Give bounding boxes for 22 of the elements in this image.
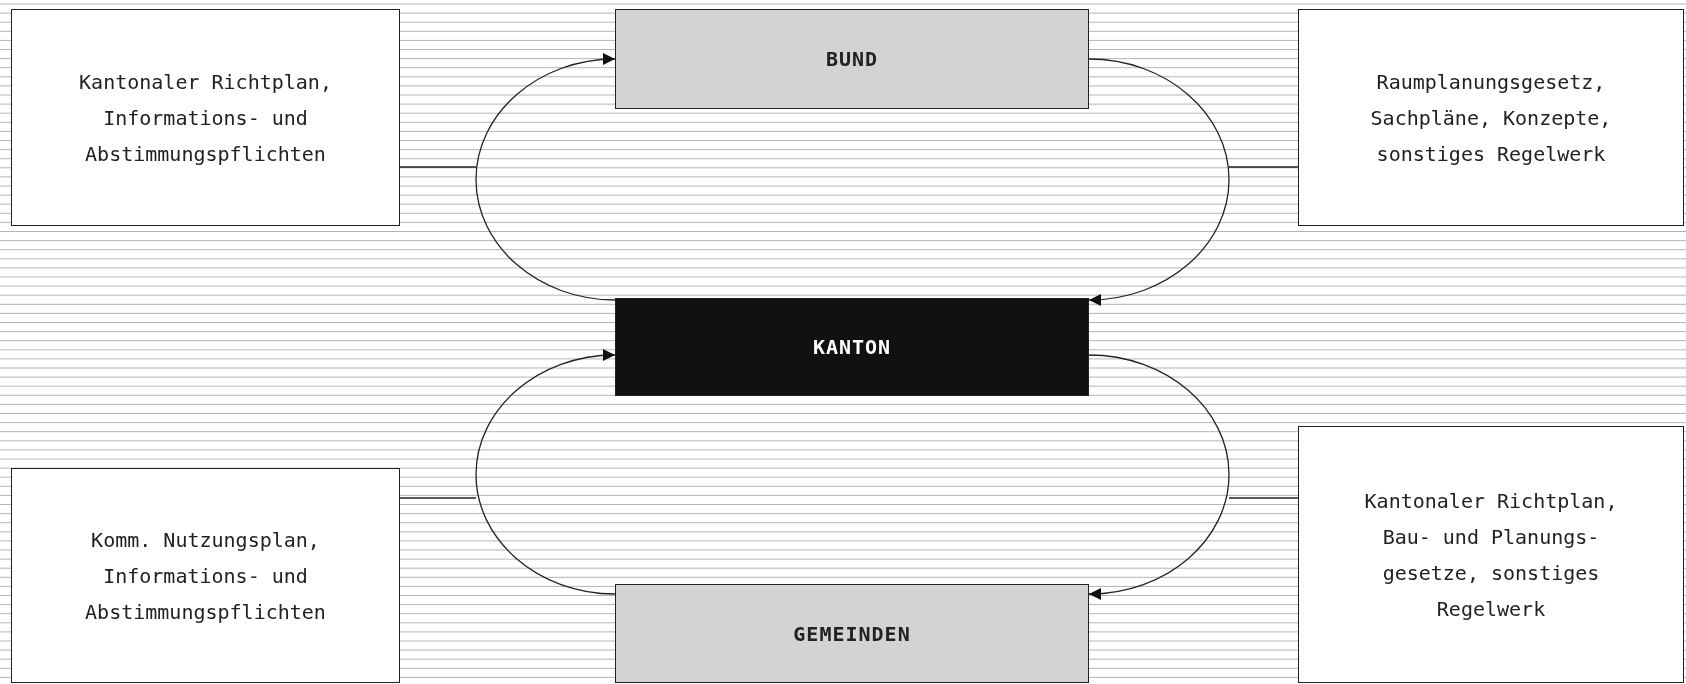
curved-arrow (1088, 58, 1230, 306)
text-box (1298, 426, 1684, 683)
level-label: BUND (825, 46, 879, 73)
leader-line (1228, 166, 1299, 168)
leader-line (399, 166, 477, 168)
box-text: Kantonaler Richtplan, Bau- und Planungs- gesetze, sonstiges Regelwerk (1363, 487, 1619, 623)
text-box (11, 468, 400, 683)
curved-arrow (475, 349, 616, 595)
leader-line (1228, 497, 1299, 499)
box-text: Komm. Nutzungsplan, Informations- und Abstimmungspflichten (84, 526, 327, 626)
box-text: Raumplanungsgesetz, Sachpläne, Konzepte, sonstiges Regelwerk (1369, 68, 1613, 168)
level-box (615, 584, 1089, 683)
curved-arrow (475, 53, 616, 301)
level-label: GEMEINDEN (793, 620, 911, 648)
box-text: Kantonaler Richtplan, Informations- und Abstimmungspflichten (78, 68, 333, 168)
text-box (11, 9, 400, 226)
level-label: KANTON (812, 334, 892, 361)
level-box (615, 298, 1089, 396)
level-box (615, 9, 1089, 109)
text-box (1298, 9, 1684, 226)
leader-line (399, 497, 477, 499)
curved-arrow (1088, 354, 1230, 600)
